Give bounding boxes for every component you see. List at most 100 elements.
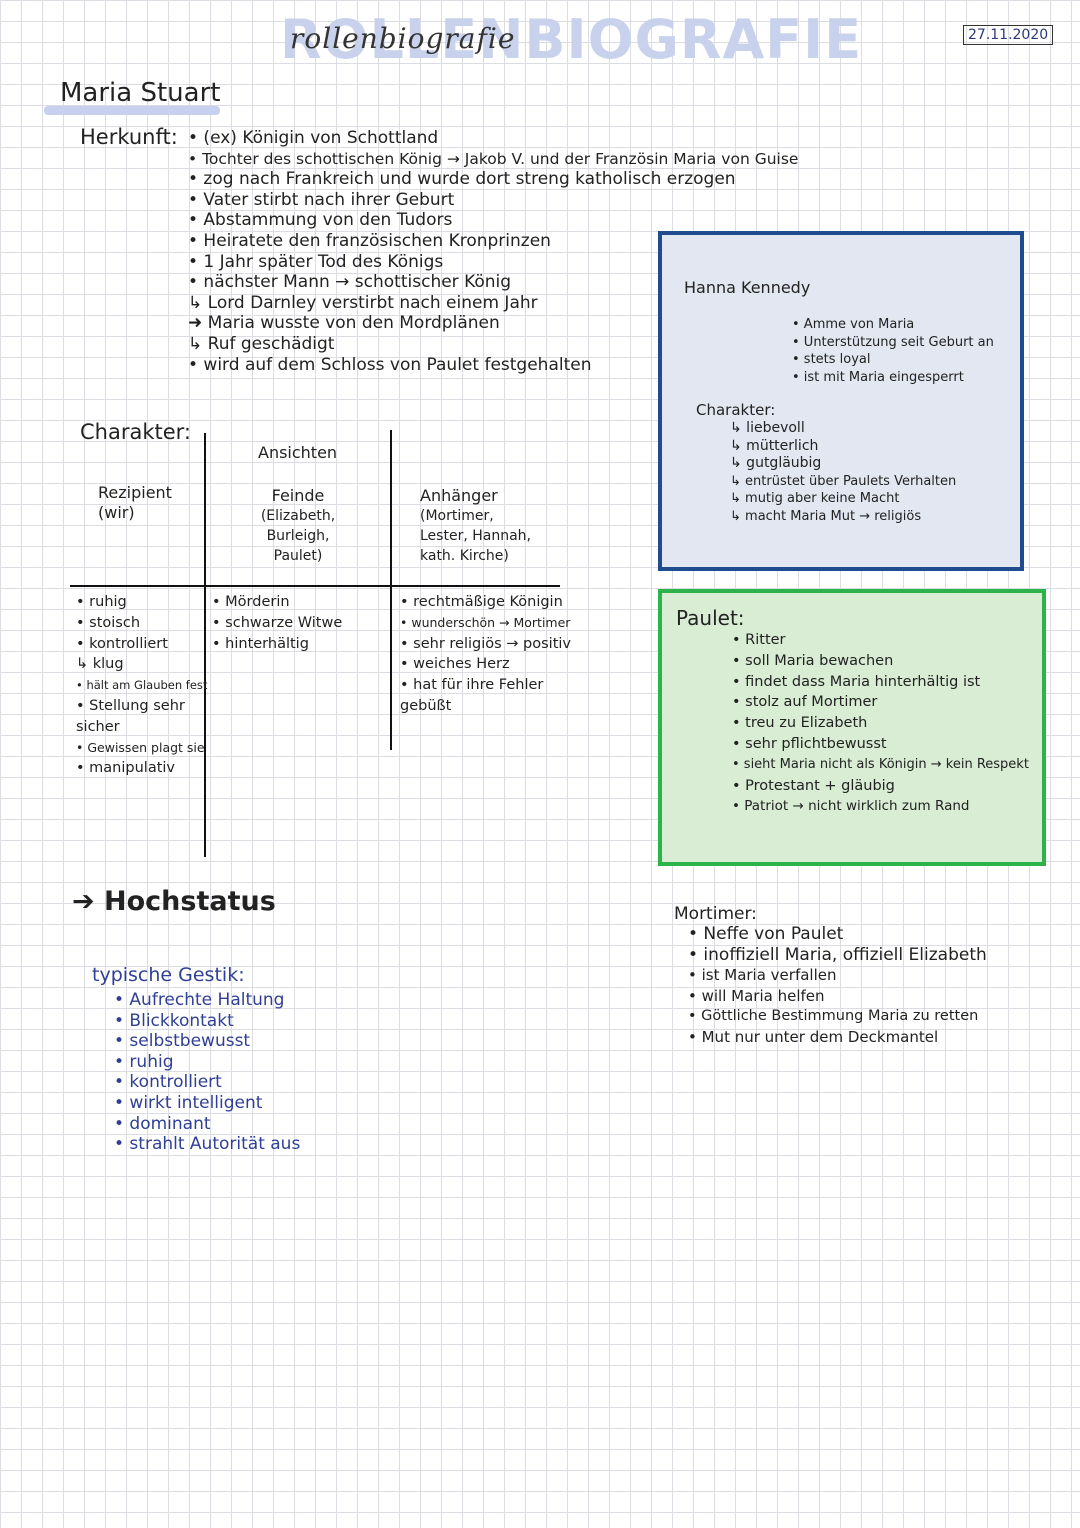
table-vline-1 [204,433,206,857]
feinde-value: • hinterhältig [212,635,309,652]
herkunft-item: ➜ Maria wusste von den Mordplänen [188,313,500,334]
hanna-trait: ↳ mütterlich [730,437,819,454]
anhaenger-header: Anhänger (Mortimer, Lester, Hannah, kath… [420,486,531,566]
herkunft-item: ↳ Ruf geschädigt [188,333,335,354]
paulet-name: Paulet: [676,606,745,630]
anhaenger-line: Lester, Hannah, [420,528,531,544]
gestik-item: • Blickkontakt [114,1010,234,1031]
hanna-trait: ↳ entrüstet über Paulets Verhalten [730,473,957,489]
hanna-trait: ↳ macht Maria Mut → religiös [730,508,922,524]
mortimer-fact: • ist Maria verfallen [688,966,837,985]
herkunft-item: ↳ Lord Darnley verstirbt nach einem Jahr [188,292,538,313]
gestik-item: • kontrolliert [114,1072,222,1093]
hanna-fact: • stets loyal [792,352,871,367]
rezipient-line: Rezipient [98,483,172,502]
mortimer-fact: • Neffe von Paulet [688,924,844,944]
paulet-fact: • treu zu Elizabeth [732,715,868,732]
rezipient-value: • ruhig [76,594,127,610]
rezipient-value: • Stellung sehr [76,697,185,714]
hochstatus-label: ➔ Hochstatus [72,886,276,917]
title-block-letters: ROLLENBIOGRAFIE [280,8,863,71]
gestik-item: • wirkt intelligent [114,1092,263,1113]
charakter-label: Charakter: [80,420,191,444]
name-highlight [44,106,220,115]
mortimer-facts: • Neffe von Paulet • inoffiziell Maria, … [688,924,987,1048]
paulet-fact: • soll Maria bewachen [732,652,894,669]
feinde-line: Burleigh, [266,528,330,544]
hanna-fact: • ist mit Maria eingesperrt [792,369,964,385]
hanna-trait: ↳ liebevoll [730,420,805,436]
herkunft-label: Herkunft: [80,125,178,149]
feinde-line: Paulet) [273,548,323,564]
rezipient-header: Rezipient (wir) [98,483,172,523]
paulet-fact: • Ritter [732,632,786,648]
anhaenger-value: • hat für ihre Fehler [400,677,544,694]
feinde-values: • Mörderin • schwarze Witwe • hinterhält… [212,592,342,654]
anhaenger-value: • rechtmäßige Königin [400,594,563,610]
paulet-fact: • Patriot → nicht wirklich zum Rand [732,798,970,815]
hanna-charakter: ↳ liebevoll ↳ mütterlich ↳ gutgläubig ↳ … [730,420,956,525]
hanna-charakter-label: Charakter: [696,401,776,419]
paulet-fact: • Protestant + gläubig [732,777,895,794]
mortimer-fact: • Mut nur unter dem Deckmantel [688,1027,939,1046]
anhaenger-value: • weiches Herz [400,656,510,673]
anhaenger-value: • sehr religiös → positiv [400,635,571,652]
gestik-label: typische Gestik: [92,964,245,986]
rezipient-value: • hält am Glauben fest [76,678,208,693]
rezipient-values: • ruhig • stoisch • kontrolliert ↳ klug … [76,592,207,779]
herkunft-list: • (ex) Königin von Schottland • Tochter … [188,128,798,375]
paulet-facts: • Ritter • soll Maria bewachen • findet … [732,630,1029,817]
title-script: rollenbiografie [290,22,516,55]
herkunft-item: • Abstammung von den Tudors [188,210,453,231]
anhaenger-value: gebüßt [400,697,452,714]
gestik-item: • strahlt Autorität aus [114,1134,301,1155]
feinde-value: • Mörderin [212,594,290,610]
herkunft-item: • 1 Jahr später Tod des Königs [188,251,444,272]
rezipient-value: ↳ klug [76,656,124,673]
mortimer-fact: • will Maria helfen [688,986,825,1005]
gestik-item: • selbstbewusst [114,1031,251,1052]
rezipient-value: • manipulativ [76,760,175,777]
gestik-item: • Aufrechte Haltung [114,990,285,1010]
ansichten-header: Ansichten [258,443,338,462]
anhaenger-line: (Mortimer, [420,508,494,524]
anhaenger-values: • rechtmäßige Königin • wunderschön → Mo… [400,592,571,717]
anhaenger-value: • wunderschön → Mortimer [400,614,571,630]
hanna-name: Hanna Kennedy [684,278,811,297]
rezipient-value: • Gewissen plagt sie [76,739,205,755]
gestik-list: • Aufrechte Haltung • Blickkontakt • sel… [114,990,300,1155]
gestik-item: • dominant [114,1113,211,1134]
hanna-trait: ↳ gutgläubig [730,455,822,471]
anhaenger-line: Anhänger [420,486,498,505]
paulet-fact: • sieht Maria nicht als Königin → kein R… [732,756,1029,772]
hanna-fact: • Amme von Maria [792,317,915,332]
herkunft-item: • Vater stirbt nach ihrer Geburt [188,189,455,210]
paulet-fact: • findet dass Maria hinterhältig ist [732,673,981,690]
mortimer-name: Mortimer: [674,904,757,924]
herkunft-item: • wird auf dem Schloss von Paulet festge… [188,354,592,375]
date-box: 27.11.2020 [963,25,1054,45]
maria-name: Maria Stuart [60,78,221,108]
mortimer-fact: • inoffiziell Maria, offiziell Elizabeth [688,944,987,965]
hanna-facts: • Amme von Maria • Unterstützung seit Ge… [792,316,994,386]
hanna-fact: • Unterstützung seit Geburt an [792,334,994,350]
herkunft-item: • nächster Mann → schottischer König [188,272,512,293]
herkunft-item: • (ex) Königin von Schottland [188,128,439,148]
hanna-box [658,231,1024,571]
feinde-line: (Elizabeth, [260,508,336,524]
paulet-fact: • stolz auf Mortimer [732,694,878,711]
rezipient-value: • stoisch [76,614,141,631]
anhaenger-line: kath. Kirche) [420,548,509,564]
table-vline-2 [390,430,392,750]
paulet-box [658,589,1046,866]
rezipient-line: (wir) [98,503,135,522]
herkunft-item: • Tochter des schottischen König → Jakob… [188,149,799,168]
gestik-item: • ruhig [114,1051,174,1072]
rezipient-value: sicher [76,718,120,735]
mortimer-fact: • Göttliche Bestimmung Maria zu retten [688,1008,979,1025]
table-hline [70,585,560,587]
paulet-fact: • sehr pflichtbewusst [732,735,887,752]
hanna-trait: ↳ mutig aber keine Macht [730,491,900,506]
feinde-header: Feinde (Elizabeth, Burleigh, Paulet) [248,486,348,566]
herkunft-item: • zog nach Frankreich und wurde dort str… [188,169,736,190]
